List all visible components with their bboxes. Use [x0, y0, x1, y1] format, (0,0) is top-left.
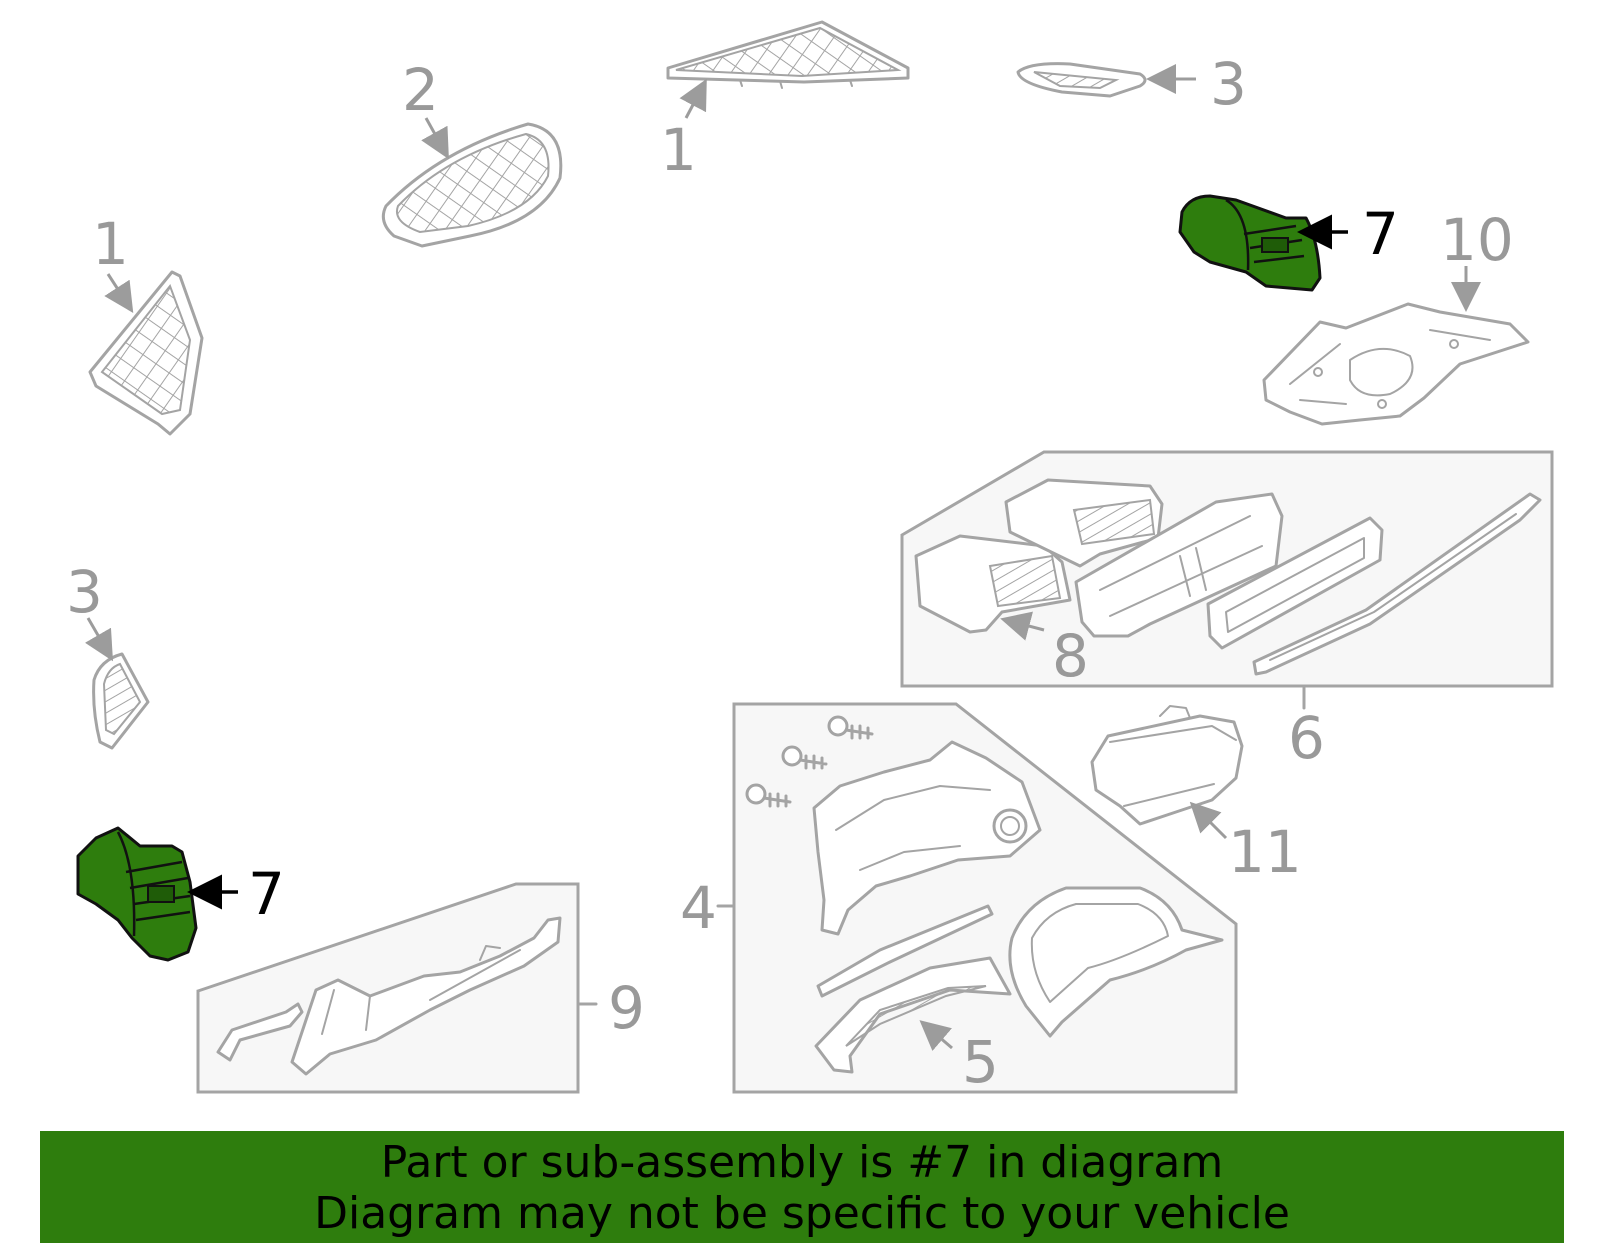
callout-7-right: 7 [1362, 200, 1399, 268]
callout-2: 2 [402, 56, 439, 124]
callout-4: 4 [680, 874, 717, 942]
part-11-module [1090, 705, 1244, 826]
leader-arrow-11 [1189, 801, 1228, 840]
callout-7-left: 7 [248, 860, 285, 928]
leader-arrow-2 [421, 117, 449, 160]
callout-3-top: 3 [1210, 50, 1247, 118]
part-2-oval-grille [381, 122, 563, 248]
part-10-bracket [1262, 302, 1530, 426]
screw-1 [827, 715, 874, 740]
info-banner: Part or sub-assembly is #7 in diagram Di… [40, 1131, 1564, 1243]
banner-line-2: Diagram may not be specific to your vehi… [314, 1188, 1290, 1239]
screw-3 [745, 783, 792, 808]
screw-2 [781, 745, 828, 770]
callout-5: 5 [962, 1028, 999, 1096]
group-box-9 [196, 882, 580, 1094]
leader-arrow-8 [1000, 611, 1045, 641]
callout-3-left: 3 [66, 558, 103, 626]
leader-arrow-5 [919, 1020, 953, 1052]
leader-arrow-1-top [679, 78, 707, 119]
part-1-left-grille [88, 270, 204, 436]
part-7-vent-left[interactable] [76, 826, 198, 962]
callout-9: 9 [608, 974, 645, 1042]
leader-arrow-3-left [84, 617, 114, 662]
part-7-vent-right[interactable] [1178, 194, 1322, 292]
callout-6: 6 [1288, 704, 1325, 772]
group-box-4 [732, 702, 1238, 1094]
callout-10: 10 [1440, 206, 1514, 274]
group-box-6 [900, 450, 1554, 688]
callout-8: 8 [1052, 622, 1089, 690]
part-1-top-grille [666, 20, 910, 89]
part-3-left-vent [92, 652, 150, 750]
callout-1-top: 1 [660, 116, 697, 184]
callout-11: 11 [1228, 818, 1302, 886]
part-3-top-vent [1016, 62, 1147, 98]
callout-1-left: 1 [92, 210, 129, 278]
leader-arrow-1-left [104, 273, 134, 314]
banner-line-1: Part or sub-assembly is #7 in diagram [380, 1137, 1224, 1188]
